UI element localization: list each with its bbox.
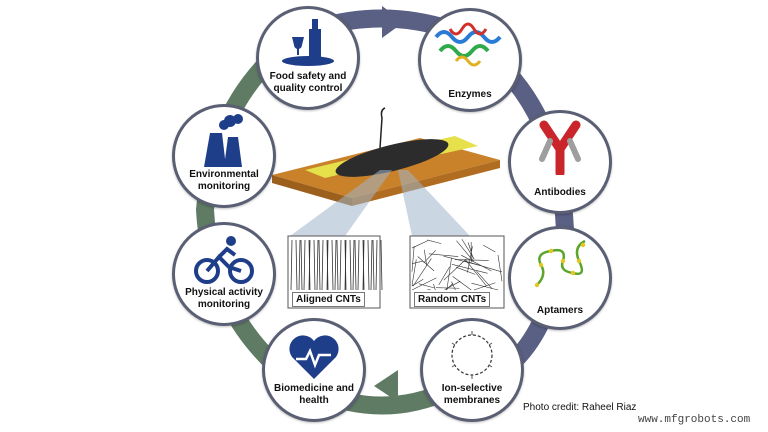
- random-cnt-line: [428, 253, 459, 257]
- substrate-edge-right: [352, 160, 500, 206]
- random-cnt-line: [427, 288, 431, 291]
- cnt-sensor-device: [272, 107, 500, 236]
- aligned-cnt-line: [339, 239, 342, 291]
- node-label: Environmental monitoring: [189, 169, 259, 192]
- node-aptamers: Aptamers: [508, 226, 612, 330]
- random-cnt-line: [452, 276, 472, 291]
- random-cnt-line: [418, 283, 435, 289]
- random-cnt-line: [471, 282, 499, 291]
- random-cnt-line: [423, 250, 436, 264]
- photo-credit: Photo credit: Raheel Riaz: [523, 402, 637, 413]
- node-label: Enzymes: [448, 89, 492, 100]
- aligned-cnt-line: [290, 239, 293, 291]
- aligned-cnt-line: [313, 239, 316, 291]
- cyclist-icon: [175, 231, 273, 287]
- random-cnt-line: [483, 244, 496, 253]
- aligned-cnt-line: [344, 239, 347, 291]
- node-food-safety: Food safety and quality control: [256, 6, 360, 110]
- ring-arrow-top: [382, 6, 404, 38]
- random-cnt-line: [411, 240, 428, 249]
- random-cnt-line: [423, 249, 428, 266]
- beam-left: [290, 170, 392, 236]
- random-cnt-line: [417, 256, 435, 272]
- node-label: Biomedicine and health: [273, 383, 354, 406]
- random-cnt-line: [443, 258, 467, 281]
- aligned-cnt-line: [295, 239, 298, 291]
- aligned-cnt-line: [303, 239, 306, 291]
- ionophore-ring-icon: [423, 327, 521, 383]
- aligned-cnt-line: [336, 239, 339, 291]
- node-label: Physical activity monitoring: [185, 287, 263, 310]
- random-cnt-line: [412, 258, 432, 287]
- random-cnt-line: [433, 283, 436, 291]
- aligned-cnt-line: [321, 239, 324, 291]
- aligned-cnt-line: [318, 239, 321, 291]
- random-cnts-label: Random CNTs: [414, 292, 491, 307]
- random-cnt-line: [461, 254, 492, 272]
- cnt-network: [335, 139, 449, 177]
- random-cnt-line: [411, 278, 424, 287]
- random-cnt-line: [446, 257, 452, 291]
- ring-arrow-bottom: [374, 370, 398, 402]
- random-cnt-line: [451, 264, 488, 274]
- random-cnt-line: [464, 260, 503, 273]
- node-biomedicine: Biomedicine and health: [262, 318, 366, 422]
- aligned-cnt-line: [357, 239, 360, 291]
- enzyme-protein-icon: [421, 17, 519, 73]
- substrate-edge: [272, 175, 352, 206]
- aligned-cnt-line: [380, 239, 383, 291]
- antibody-icon: [511, 119, 609, 178]
- random-cnt-line: [467, 242, 474, 259]
- node-enzymes: Enzymes: [418, 8, 522, 112]
- aligned-cnt-line: [298, 239, 301, 291]
- node-ion-selective: Ion-selective membranes: [420, 318, 524, 422]
- factory-smoke-icon: [175, 113, 273, 169]
- random-cnt-line: [451, 281, 456, 291]
- aligned-cnt-line: [354, 239, 357, 291]
- aligned-cnt-line: [349, 239, 352, 291]
- probe-wire: [379, 107, 386, 149]
- aligned-cnt-line: [308, 239, 311, 291]
- random-cnt-line: [497, 254, 503, 282]
- random-cnt-line: [411, 259, 417, 286]
- random-cnt-line: [438, 266, 450, 286]
- node-label: Ion-selective membranes: [441, 383, 503, 406]
- aptamer-strand-icon: [511, 235, 609, 291]
- aligned-cnt-line: [326, 239, 329, 291]
- node-environmental: Environmental monitoring: [172, 104, 276, 208]
- node-antibodies: Antibodies: [508, 110, 612, 214]
- node-label: Food safety and quality control: [269, 71, 347, 94]
- aligned-cnt-line: [334, 239, 337, 291]
- aligned-cnt-line: [300, 239, 303, 291]
- aligned-cnt-line: [352, 239, 355, 291]
- random-cnt-line: [476, 271, 493, 289]
- aligned-cnt-line: [367, 239, 370, 291]
- node-label: Antibodies: [534, 187, 586, 198]
- aligned-cnt-line: [331, 239, 334, 291]
- aligned-cnts-label: Aligned CNTs: [292, 292, 365, 307]
- random-cnt-line: [464, 259, 487, 287]
- aligned-cnt-line: [375, 239, 378, 291]
- random-cnt-line: [411, 246, 415, 272]
- aligned-cnt-line: [362, 239, 365, 291]
- aligned-cnt-line: [316, 239, 319, 291]
- random-cnt-line: [411, 277, 437, 291]
- random-cnt-line: [427, 239, 442, 244]
- watermark: www.mfgrobots.com: [638, 414, 751, 426]
- random-cnt-line: [411, 260, 423, 265]
- random-cnt-line: [456, 240, 474, 262]
- node-label: Aptamers: [536, 305, 584, 316]
- heart-pulse-icon: [265, 327, 363, 383]
- node-physical-activity: Physical activity monitoring: [172, 222, 276, 326]
- aligned-cnt-line: [370, 239, 373, 291]
- wine-bottle-glass-icon: [259, 15, 357, 71]
- aligned-cnt-line: [372, 239, 375, 291]
- random-cnt-line: [455, 259, 489, 261]
- beam-right: [398, 170, 470, 236]
- random-cnt-line: [467, 246, 473, 273]
- random-cnt-line: [456, 266, 476, 275]
